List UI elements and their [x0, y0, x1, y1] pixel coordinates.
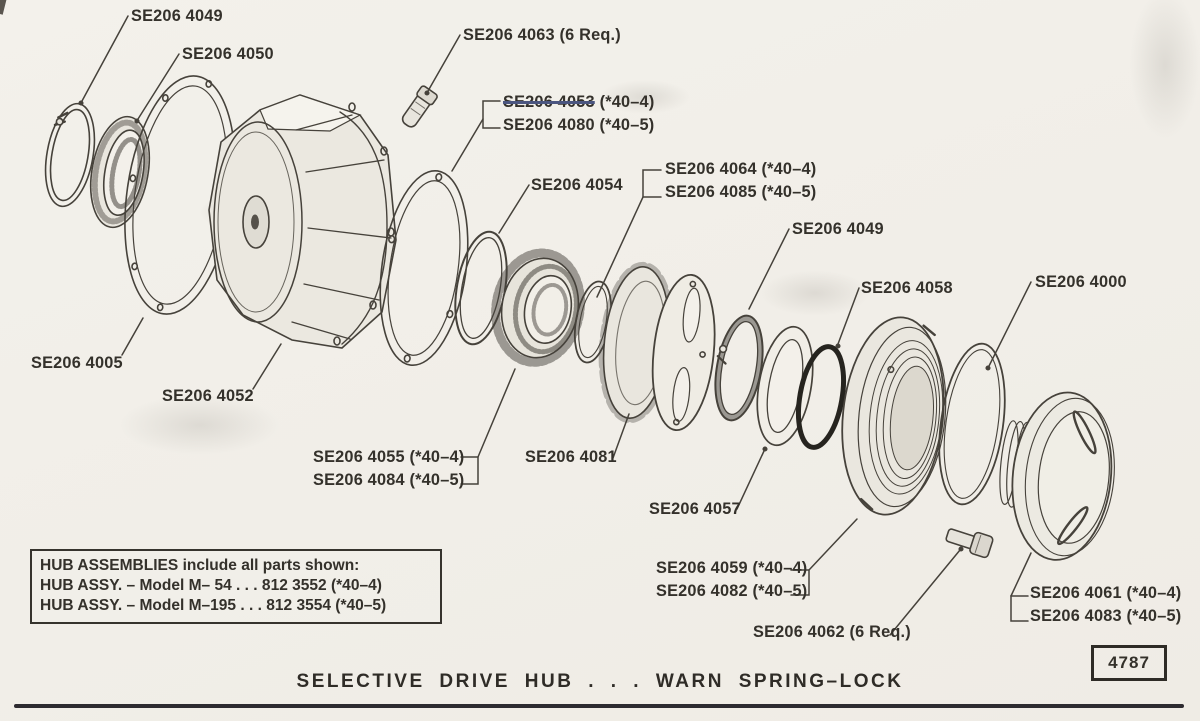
callout-oring-4054: SE206 4054	[531, 175, 623, 194]
part-cap-4061	[999, 391, 1115, 561]
callout-hub-body-4052: SE206 4052	[162, 386, 254, 405]
callout-cap-4083: SE206 4083 (*40–5)	[1030, 606, 1182, 625]
leader-4005	[121, 317, 144, 356]
part-oring-4058	[796, 344, 846, 450]
callout-bolt-4062: SE206 4062 (6 Req.)	[753, 622, 911, 641]
callout-clutch-gear-4084: SE206 4084 (*40–5)	[313, 470, 465, 489]
part-clutch-gear-4055	[491, 248, 585, 367]
leader-4049-mid	[748, 228, 790, 310]
hub-assemblies-note-box: HUB ASSEMBLIES include all parts shown: …	[30, 549, 442, 624]
bracket-leader-4055	[477, 368, 516, 458]
leader-4050	[137, 53, 180, 120]
leader-4000	[988, 281, 1032, 367]
callout-gasket-4080: SE206 4080 (*40–5)	[503, 115, 655, 134]
callout-brackets	[451, 100, 1032, 622]
callout-snap-ring-4049: SE206 4049	[131, 6, 223, 25]
leader-4057	[736, 450, 765, 510]
bracket-4053-4080	[482, 100, 501, 129]
leader-4062	[889, 549, 961, 636]
callout-cap-4061: SE206 4061 (*40–4)	[1030, 583, 1182, 602]
leader-4052	[252, 343, 282, 390]
note-line-3: HUB ASSY. – Model M–195 . . . 812 3554 (…	[40, 597, 387, 614]
part-bolt-4063	[401, 85, 438, 128]
bracket-4061-4083	[1010, 595, 1029, 622]
leader-4049-top	[81, 15, 129, 102]
part-locknut-4059	[841, 316, 947, 516]
leader-4054	[498, 184, 530, 234]
callout-locknut-4059: SE206 4059 (*40–4)	[656, 558, 808, 577]
leader-4081	[612, 413, 630, 459]
callout-clutch-gear-4055: SE206 4055 (*40–4)	[313, 447, 465, 466]
bracket-leader-4064	[596, 196, 644, 298]
part-oring-4000	[938, 342, 1006, 506]
callout-locknut-4082: SE206 4082 (*40–5)	[656, 581, 808, 600]
callout-oring-4058: SE206 4058	[861, 278, 953, 297]
bracket-leader-4059	[808, 518, 858, 571]
callout-oring-4000: SE206 4000	[1035, 272, 1127, 291]
part-clutch-assembly-4081	[598, 261, 716, 432]
callout-washer-4057: SE206 4057	[649, 499, 741, 518]
callout-ring-4085: SE206 4085 (*40–5)	[665, 182, 817, 201]
page-title: SELECTIVE DRIVE HUB . . . WARN SPRING–LO…	[296, 671, 904, 692]
bracket-4055-4084	[460, 456, 479, 485]
callout-clutch-assembly-4081: SE206 4081	[525, 447, 617, 466]
callout-bolt-4063: SE206 4063 (6 Req.)	[463, 25, 621, 44]
note-line-2: HUB ASSY. – Model M– 54 . . . 812 3552 (…	[40, 577, 382, 594]
part-bolt-4062	[945, 528, 994, 559]
callout-gasket-4005: SE206 4005	[31, 353, 123, 372]
part-suffix: (*40–4)	[599, 92, 655, 111]
bracket-leader-4061	[1010, 552, 1032, 597]
bracket-4064-4085	[642, 169, 662, 198]
bottom-rule	[14, 704, 1184, 708]
bracket-leader-4053	[451, 118, 484, 172]
bracket-4059-4082	[790, 569, 810, 596]
part-hub-body-4052	[208, 94, 397, 349]
leader-4058	[837, 287, 860, 345]
note-line-1: HUB ASSEMBLIES include all parts shown:	[40, 557, 360, 574]
callout-spring-ring-4049: SE206 4049	[792, 219, 884, 238]
callout-ring-4064: SE206 4064 (*40–4)	[665, 159, 817, 178]
callout-gasket-4053: SE206 4053(*40–4)	[503, 91, 654, 113]
leader-lines	[78, 15, 1032, 636]
struck-part-number: SE206 4053	[503, 92, 595, 111]
callout-bearing-4050: SE206 4050	[182, 44, 274, 63]
figure-number-box: 4787	[1091, 645, 1167, 681]
leader-4063	[427, 34, 461, 92]
figure-number: 4787	[1108, 653, 1150, 672]
part-gasket-4053	[379, 169, 469, 367]
